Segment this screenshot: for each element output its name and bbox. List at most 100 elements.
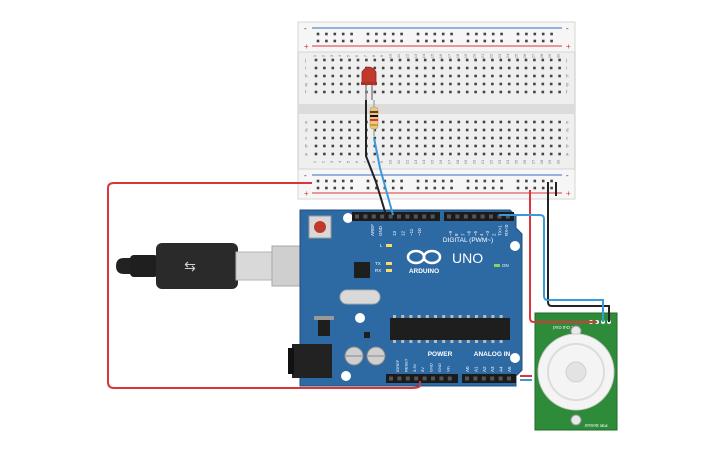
column-number: 19 — [463, 53, 468, 58]
breadboard-hole — [390, 144, 393, 148]
column-number: 1 — [312, 160, 317, 163]
chip-pin — [409, 340, 413, 343]
breadboard-hole — [457, 152, 461, 156]
breadboard-hole — [524, 58, 528, 62]
breadboard-hole — [314, 152, 318, 156]
chip-pin — [499, 315, 503, 318]
column-number: 5 — [346, 160, 351, 163]
breadboard-hole — [516, 74, 519, 78]
rail-hole — [416, 186, 420, 190]
reset-button[interactable] — [314, 221, 326, 233]
breadboard-hole — [398, 74, 402, 78]
breadboard-hole — [516, 120, 519, 124]
header-pin — [455, 214, 460, 219]
pir-dome-center — [565, 361, 587, 383]
led-on — [494, 264, 500, 267]
breadboard-hole — [348, 120, 351, 124]
breadboard-hole — [516, 90, 519, 94]
column-number: 3 — [329, 160, 334, 163]
column-number: 17 — [446, 53, 451, 58]
chip-pin — [401, 340, 405, 343]
breadboard-hole — [507, 120, 511, 124]
row-letter: d — [566, 128, 569, 133]
breadboard-hole — [541, 74, 545, 78]
resistor[interactable] — [369, 100, 379, 136]
led[interactable] — [361, 66, 377, 100]
column-number: 27 — [530, 53, 535, 58]
breadboard-holes — [314, 32, 561, 190]
pir-sensor[interactable]: Vcc Out Gnd PIR Sensor — [534, 312, 618, 431]
breadboard-hole — [482, 120, 486, 124]
rail-hole — [325, 39, 328, 43]
breadboard-hole — [549, 136, 553, 140]
header-pin — [498, 376, 503, 381]
breadboard-hole — [541, 128, 545, 132]
atmega-chip-pins — [393, 315, 503, 343]
breadboard-bottom-rail — [297, 168, 576, 200]
breadboard-hole — [390, 66, 393, 70]
uno-label: UNO — [452, 250, 483, 266]
rail-minus-label-top-right: - — [566, 24, 569, 33]
chip-pin — [442, 340, 446, 343]
row-letter: i — [305, 66, 306, 71]
breadboard-hole — [331, 152, 335, 156]
wire-blue-pin13[interactable] — [373, 137, 394, 216]
breadboard-hole — [533, 66, 536, 70]
wire-red-pir-vcc[interactable] — [529, 190, 597, 323]
pir-dome-ring — [547, 343, 605, 401]
rail-hole — [475, 179, 478, 183]
mounting-hole-4 — [341, 371, 351, 381]
analog-pin-label: A2 — [482, 366, 487, 372]
row-letter: a — [305, 152, 308, 157]
column-number: 3 — [329, 54, 334, 57]
breadboard-hole — [491, 136, 494, 140]
breadboard-hole — [482, 128, 486, 132]
breadboard-hole — [323, 136, 326, 140]
power-pin-label: Vin — [445, 366, 450, 372]
breadboard-hole — [440, 58, 444, 62]
breadboard-hole — [356, 128, 360, 132]
breadboard-hole — [314, 144, 318, 148]
breadboard-hole — [323, 58, 326, 62]
breadboard-hole — [507, 90, 511, 94]
breadboard-hole — [465, 66, 469, 70]
breadboard-hole — [449, 120, 452, 124]
usb-chip — [354, 262, 370, 278]
breadboard-hole — [407, 144, 410, 148]
wire-blue-pir-out[interactable] — [499, 214, 604, 322]
wire-black-pir-gnd[interactable] — [547, 182, 610, 322]
rail-hole — [450, 39, 453, 43]
breadboard-hole — [516, 82, 519, 86]
rail-minus-label-bottom: - — [304, 171, 307, 180]
breadboard-hole — [331, 58, 335, 62]
breadboard[interactable]: - + - + - + - + 112233445566778899101011… — [297, 21, 576, 200]
row-letter: i — [566, 66, 567, 71]
breadboard-hole — [331, 120, 335, 124]
breadboard-hole — [449, 144, 452, 148]
power-pin-label: 3.3V — [412, 363, 417, 372]
wire-red-5v[interactable] — [107, 182, 421, 389]
breadboard-hole — [356, 136, 360, 140]
breadboard-hole — [440, 136, 444, 140]
breadboard-hole — [465, 136, 469, 140]
row-letter: g — [566, 82, 569, 87]
breadboard-hole — [449, 66, 452, 70]
rail-hole — [383, 179, 387, 183]
rail-hole — [500, 32, 503, 36]
rail-hole — [341, 179, 345, 183]
breadboard-hole — [407, 120, 410, 124]
breadboard-hole — [533, 136, 536, 140]
analog-pin-label: A1 — [473, 366, 478, 372]
header-pin — [397, 214, 401, 219]
digital-pin-label: 4 — [479, 233, 484, 236]
breadboard-hole — [356, 120, 360, 124]
rail-hole — [466, 179, 470, 183]
rail-hole — [500, 186, 503, 190]
rail-plus-label-top: + — [304, 42, 309, 51]
column-number: 19 — [463, 159, 468, 164]
wire-black-gnd[interactable] — [365, 100, 387, 216]
breadboard-hole — [415, 90, 419, 94]
row-letter: j — [565, 58, 567, 63]
rail-hole — [325, 179, 328, 183]
